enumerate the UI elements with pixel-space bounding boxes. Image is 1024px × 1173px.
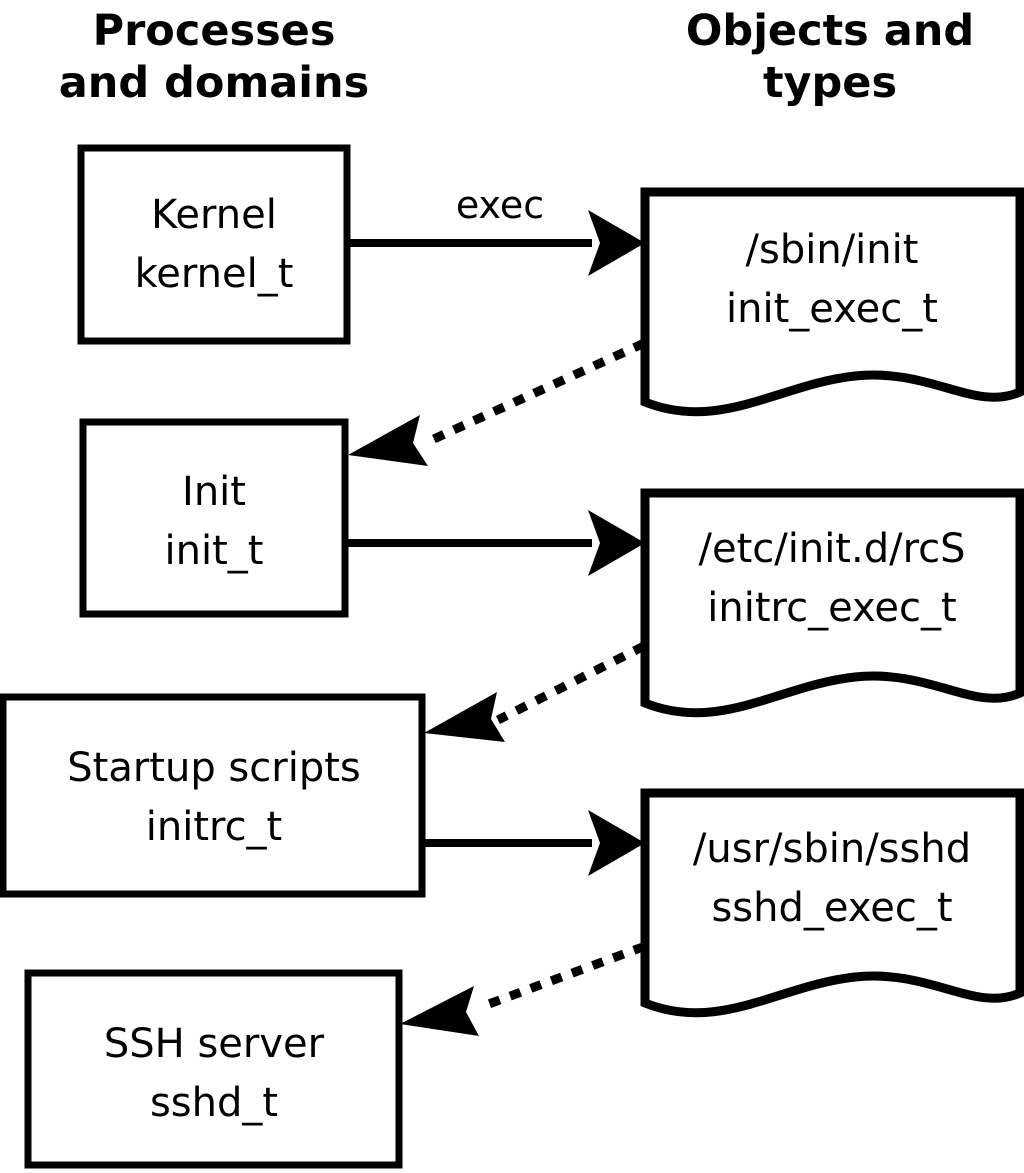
object-node-init-exec-type: init_exec_t	[726, 286, 938, 332]
object-node-sshd-exec-type: sshd_exec_t	[711, 885, 952, 931]
process-node-initrc[interactable]: Startup scripts initrc_t	[0, 693, 426, 898]
process-node-sshd-type: sshd_t	[150, 1080, 278, 1126]
edge-init-exec-to-init-arrowhead	[348, 415, 428, 466]
process-node-sshd-box	[24, 969, 403, 1169]
process-node-sshd[interactable]: SSH server sshd_t	[24, 969, 403, 1169]
column-header-objects-line1: Objects and	[686, 6, 974, 56]
process-node-initrc-name: Startup scripts	[67, 745, 360, 791]
process-node-init-name: Init	[182, 469, 246, 515]
column-header-processes: Processes and domains	[59, 6, 369, 108]
column-header-processes-line1: Processes	[93, 6, 336, 56]
column-header-processes-line2: and domains	[59, 58, 369, 108]
process-node-kernel-name: Kernel	[151, 192, 277, 238]
object-node-initrc-exec-document-shape	[640, 488, 1024, 718]
process-node-kernel[interactable]: Kernel kernel_t	[77, 144, 351, 345]
process-node-init[interactable]: Init init_t	[79, 418, 349, 618]
object-node-init-exec-path: /sbin/init	[746, 227, 919, 273]
object-node-sshd-exec-document-shape	[640, 788, 1024, 1018]
edge-init-exec-initrc-exec	[345, 510, 645, 576]
process-node-sshd-name: SSH server	[104, 1021, 325, 1067]
edge-sshd-exec-to-sshd-line	[472, 942, 646, 1014]
edge-init-exec-to-init	[348, 339, 646, 466]
object-node-initrc-exec-type: initrc_exec_t	[707, 585, 956, 631]
process-node-initrc-box	[0, 693, 426, 898]
object-node-init-exec[interactable]: /sbin/init init_exec_t	[640, 187, 1024, 417]
edge-kernel-exec-init-exec-arrowhead	[588, 210, 645, 276]
process-node-init-type: init_t	[165, 528, 264, 574]
edge-sshd-exec-to-sshd	[400, 942, 646, 1036]
edge-initrc-exec-sshd-exec	[422, 810, 645, 876]
process-node-init-box	[79, 418, 349, 618]
edge-initrc-exec-to-initrc-line	[495, 641, 647, 725]
process-node-kernel-box	[77, 144, 351, 345]
process-node-kernel-type: kernel_t	[135, 251, 294, 297]
column-header-objects-line2: types	[763, 58, 897, 108]
edge-initrc-exec-sshd-exec-arrowhead	[588, 810, 645, 876]
edge-initrc-exec-to-initrc-arrowhead	[424, 692, 505, 742]
object-node-sshd-exec-path: /usr/sbin/sshd	[693, 826, 971, 872]
object-node-sshd-exec[interactable]: /usr/sbin/sshd sshd_exec_t	[640, 788, 1024, 1018]
column-header-objects: Objects and types	[686, 6, 974, 108]
object-node-init-exec-document-shape	[640, 187, 1024, 417]
object-node-initrc-exec-path: /etc/init.d/rcS	[698, 526, 965, 572]
process-node-initrc-type: initrc_t	[146, 804, 283, 850]
edge-label-exec: exec	[456, 183, 544, 227]
edge-initrc-exec-to-initrc	[424, 641, 647, 742]
edge-init-exec-initrc-exec-arrowhead	[588, 510, 645, 576]
edge-kernel-exec-init-exec: exec	[347, 183, 645, 276]
edge-init-exec-to-init-line	[419, 339, 646, 449]
object-node-initrc-exec[interactable]: /etc/init.d/rcS initrc_exec_t	[640, 488, 1024, 718]
edge-sshd-exec-to-sshd-arrowhead	[400, 986, 479, 1036]
